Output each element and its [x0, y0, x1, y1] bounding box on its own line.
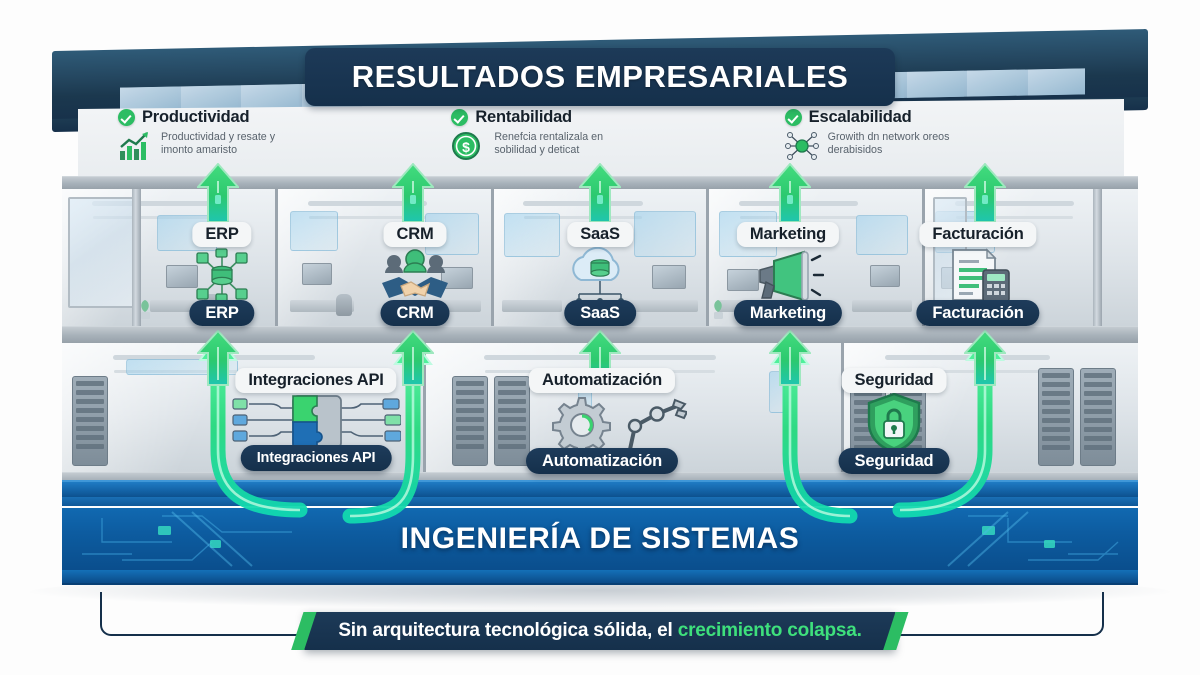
module-chip-facturacion[interactable]: Facturación [919, 222, 1037, 247]
module-badge-automatizacion[interactable]: Automatización [525, 448, 679, 474]
badge-line-1: Integraciones API [256, 450, 376, 466]
arrow-up-mid-1 [195, 329, 241, 391]
server-rack [72, 376, 108, 466]
check-circle-icon [118, 109, 135, 126]
server-rack [452, 376, 489, 466]
tagline-prefix: Sin arquitectura tecnológica sólida, el [338, 620, 678, 641]
cloud-database-icon [561, 246, 639, 309]
module-badge-facturacion[interactable]: Facturación [916, 300, 1040, 326]
results-list: Productividad Productividad y resate y i… [100, 108, 1100, 170]
foundation-body [62, 508, 1138, 570]
desktop-monitor [727, 269, 760, 291]
foundation-top-beam [62, 480, 1138, 497]
module-chip-saas[interactable]: SaaS [567, 222, 633, 247]
foundation-label-text: INGENIERÍA DE SISTEMAS [400, 522, 800, 555]
desktop-monitor [652, 265, 687, 289]
window-pane [68, 197, 134, 308]
arrow-up-facturacion [962, 162, 1008, 228]
tagline-text: Sin arquitectura tecnológica sólida, el … [338, 620, 862, 642]
arrow-up-marketing [767, 162, 813, 228]
wall-screen [289, 211, 338, 251]
check-circle-icon [784, 109, 802, 126]
growth-chart-icon [118, 131, 152, 161]
check-circle-icon [451, 109, 469, 126]
office-desk [852, 300, 913, 312]
office-desk [501, 300, 562, 312]
svg-text:$: $ [462, 139, 470, 155]
foundation-second-beam [62, 497, 1138, 506]
support-pillar [1092, 189, 1102, 326]
module-badge-crm[interactable]: CRM [380, 300, 450, 326]
module-chip-seguridad[interactable]: Seguridad [841, 368, 947, 393]
desktop-monitor [166, 265, 198, 288]
foundation-base: INGENIERÍA DE SISTEMAS [62, 480, 1138, 585]
module-badge-saas[interactable]: SaaS [564, 300, 636, 326]
server-rack [1038, 368, 1074, 466]
office-desk [628, 300, 699, 312]
foundation-label: INGENIERÍA DE SISTEMAS [62, 508, 1138, 570]
server-rack [494, 376, 531, 466]
support-pillar [132, 189, 141, 326]
network-nodes-icon [784, 131, 819, 161]
module-chip-automatizacion[interactable]: Automatización [528, 368, 676, 393]
result-title: Productividad [142, 108, 250, 126]
megaphone-icon [752, 250, 825, 307]
dollar-coin-icon: $ [451, 131, 485, 161]
invoice-calculator-icon [943, 248, 1013, 309]
module-badge-integraciones-api[interactable]: Integraciones API [240, 445, 392, 471]
module-badge-seguridad[interactable]: Seguridad [838, 448, 950, 474]
module-chip-integraciones-api[interactable]: Integraciones API [235, 368, 397, 393]
result-description: Productividad y resate y imonto amaristo [161, 131, 276, 157]
office-chair [335, 294, 352, 316]
result-title: Escalabilidad [808, 108, 912, 126]
result-title: Rentabilidad [475, 108, 572, 126]
tagline-banner: Sin arquitectura tecnológica sólida, el … [291, 612, 909, 650]
arrow-up-mid-2 [390, 329, 436, 391]
desktop-monitor [301, 263, 332, 285]
server-rack [1080, 368, 1116, 466]
module-badge-marketing[interactable]: Marketing [733, 300, 843, 326]
arrow-up-erp [195, 162, 241, 228]
result-item-escalabilidad: Escalabilidad [767, 108, 1100, 170]
module-badge-erp[interactable]: ERP [189, 300, 255, 326]
arrow-up-crm [390, 162, 436, 228]
wall-screen [856, 215, 909, 255]
wall-screen [503, 213, 560, 257]
module-chip-marketing[interactable]: Marketing [736, 222, 840, 247]
tagline-highlight: crecimiento colapsa. [677, 620, 862, 641]
module-chip-crm[interactable]: CRM [383, 222, 447, 247]
handshake-users-icon [377, 248, 453, 309]
module-chip-erp[interactable]: ERP [192, 222, 252, 247]
foundation-bottom-beam [62, 570, 1138, 585]
result-item-rentabilidad: Rentabilidad $ Renefcia rentalizala en s… [433, 108, 766, 170]
result-description: Renefcia rentalizala en sobilidad y deti… [494, 131, 604, 157]
potted-plant [711, 298, 726, 320]
result-item-productividad: Productividad Productividad y resate y i… [100, 108, 433, 170]
desktop-monitor [440, 267, 473, 289]
arrow-up-mid-4 [767, 329, 813, 391]
result-description: Growith dn network oreos derabisidos [827, 131, 950, 157]
database-network-icon [191, 248, 253, 309]
desktop-monitor [870, 265, 901, 287]
page-title: RESULTADOS EMPRESARIALES [305, 48, 895, 106]
page-title-text: RESULTADOS EMPRESARIALES [351, 59, 849, 94]
potted-plant [138, 298, 153, 320]
wall-screen [634, 211, 697, 257]
arrow-up-mid-5 [962, 329, 1008, 391]
room-crm [277, 189, 494, 326]
arrow-up-saas [577, 162, 623, 228]
